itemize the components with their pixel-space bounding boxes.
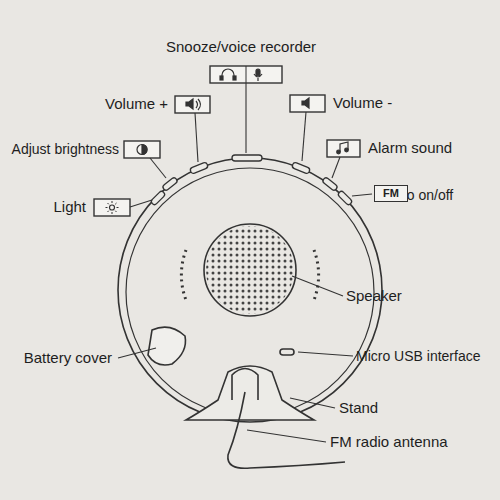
button-label: Volume - (333, 94, 392, 112)
button-label: Light (53, 198, 86, 216)
button-label: Snooze/voice recorder (166, 38, 316, 56)
part-label: Stand (339, 399, 378, 417)
part-label: Battery cover (24, 349, 112, 367)
part-label: Speaker (346, 287, 402, 305)
button-label: Alarm sound (368, 139, 452, 157)
icon-text: FM (383, 187, 399, 199)
button-icon-box: FM (374, 185, 408, 202)
button-label: Volume + (105, 95, 168, 113)
part-label: Micro USB interface (356, 347, 480, 365)
button-label: Adjust brightness (12, 140, 119, 158)
part-label: FM radio antenna (330, 433, 448, 451)
